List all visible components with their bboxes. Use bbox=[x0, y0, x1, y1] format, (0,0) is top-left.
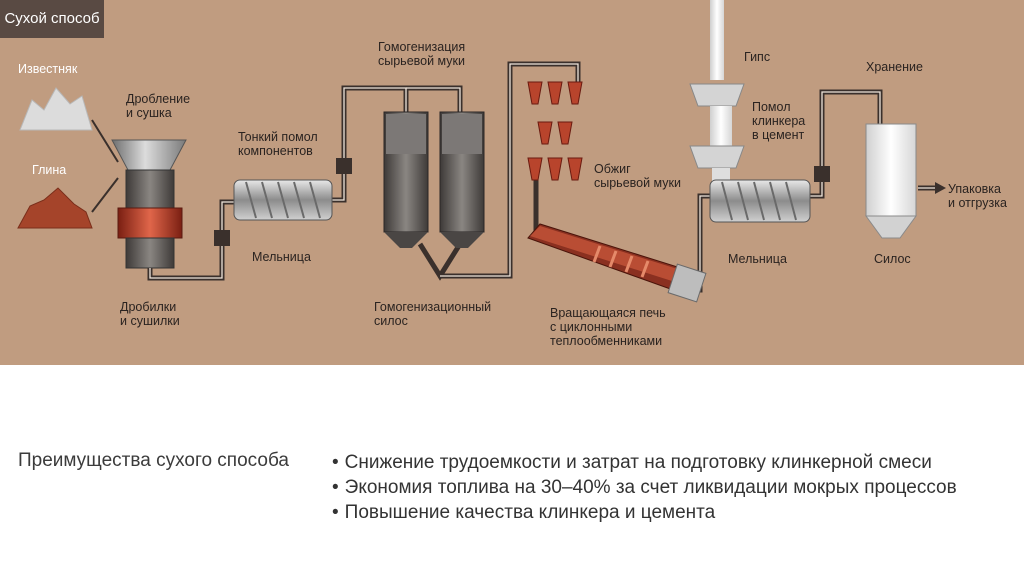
diagram-title: Сухой способ bbox=[0, 0, 104, 38]
cyclone-preheater bbox=[527, 81, 583, 181]
label-firing: Обжиг сырьевой муки bbox=[594, 162, 681, 190]
advantages-section: Преимущества сухого способа Снижение тру… bbox=[0, 365, 1024, 574]
storage-silo bbox=[865, 123, 917, 239]
process-diagram: Сухой способ Известняк Глина Дробление и… bbox=[0, 0, 1024, 365]
advantages-list: Снижение трудоемкости и затрат на подгот… bbox=[332, 450, 957, 525]
label-clinker-grinding: Помол клинкера в цемент bbox=[752, 100, 806, 142]
clay-pile bbox=[17, 187, 93, 229]
label-gypsum: Гипс bbox=[744, 50, 771, 64]
junction-box bbox=[336, 158, 352, 174]
label-fine-grinding: Тонкий помол компонентов bbox=[238, 130, 318, 158]
advantage-item: Экономия топлива на 30–40% за счет ликви… bbox=[332, 475, 957, 500]
gypsum-column bbox=[689, 0, 745, 182]
advantage-item: Снижение трудоемкости и затрат на подгот… bbox=[332, 450, 957, 475]
process-illustration bbox=[17, 0, 946, 303]
mill-1 bbox=[233, 179, 333, 221]
label-rotary-kiln: Вращающаяся печь с циклонными теплообмен… bbox=[550, 306, 666, 348]
junction-box bbox=[814, 166, 830, 182]
advantage-item: Повышение качества клинкера и цемента bbox=[332, 500, 957, 525]
junction-box bbox=[214, 230, 230, 246]
homogenization-silos bbox=[383, 111, 485, 248]
advantages-title: Преимущества сухого способа bbox=[18, 450, 289, 471]
label-homogenization: Гомогенизация сырьевой муки bbox=[378, 40, 466, 68]
label-storage: Хранение bbox=[866, 60, 923, 74]
label-crushers-dryers: Дробилки и сушилки bbox=[120, 300, 180, 328]
label-silo: Силос bbox=[874, 252, 911, 266]
packing-arrow-icon bbox=[935, 182, 946, 194]
crusher-dryer bbox=[111, 139, 187, 269]
label-packing: Упаковка и отгрузка bbox=[948, 182, 1007, 210]
mill-2 bbox=[709, 179, 811, 223]
rotary-kiln bbox=[527, 223, 707, 303]
label-mill-1: Мельница bbox=[252, 250, 311, 264]
label-mill-2: Мельница bbox=[728, 252, 787, 266]
label-limestone: Известняк bbox=[18, 62, 78, 76]
limestone-pile bbox=[19, 87, 93, 131]
label-homog-silo: Гомогенизационный силос bbox=[374, 300, 492, 328]
label-crushing-drying: Дробление и сушка bbox=[126, 92, 191, 120]
label-clay: Глина bbox=[32, 163, 67, 177]
